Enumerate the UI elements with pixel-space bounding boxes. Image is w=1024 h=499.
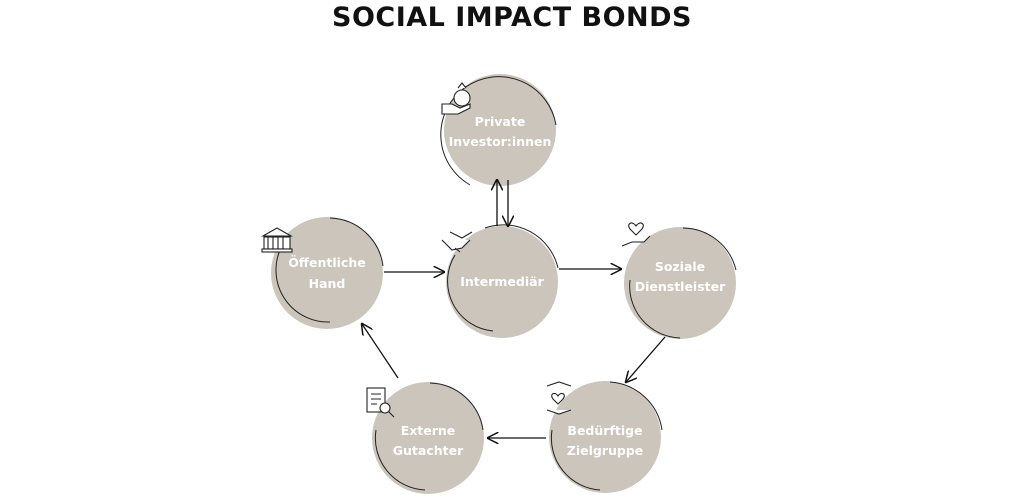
- node-provider: Soziale Dienstleister: [624, 227, 737, 339]
- node-intermediary: Intermediär: [446, 224, 559, 338]
- node-public: Öffentliche Hand: [271, 217, 384, 329]
- node-label: Bedürftige: [567, 423, 642, 438]
- node-label: Private: [475, 114, 526, 129]
- node-label: Externe: [401, 423, 456, 438]
- arrow-provider-to-target: [626, 336, 666, 382]
- government-building-icon: [260, 227, 294, 253]
- node-evaluator: Externe Gutachter: [372, 382, 484, 494]
- heart-hand-icon: [621, 222, 651, 247]
- handshake-icon: [441, 231, 473, 253]
- node-label: Öffentliche: [288, 255, 365, 270]
- node-label: Hand: [309, 276, 346, 291]
- arrow-evaluator-to-public: [362, 324, 399, 379]
- caring-hands-icon: [546, 381, 572, 415]
- node-label: Investor:innen: [449, 134, 552, 149]
- document-search-icon: [366, 387, 395, 418]
- diagram-title: SOCIAL IMPACT BONDS: [332, 2, 692, 33]
- node-label: Zielgruppe: [567, 443, 644, 458]
- money-bag-hand-icon: [441, 82, 471, 115]
- node-target: Bedürftige Zielgruppe: [549, 381, 663, 493]
- node-label: Dienstleister: [635, 279, 726, 294]
- node-label: Intermediär: [460, 274, 544, 289]
- node-label: Gutachter: [393, 443, 464, 458]
- node-label: Soziale: [655, 259, 705, 274]
